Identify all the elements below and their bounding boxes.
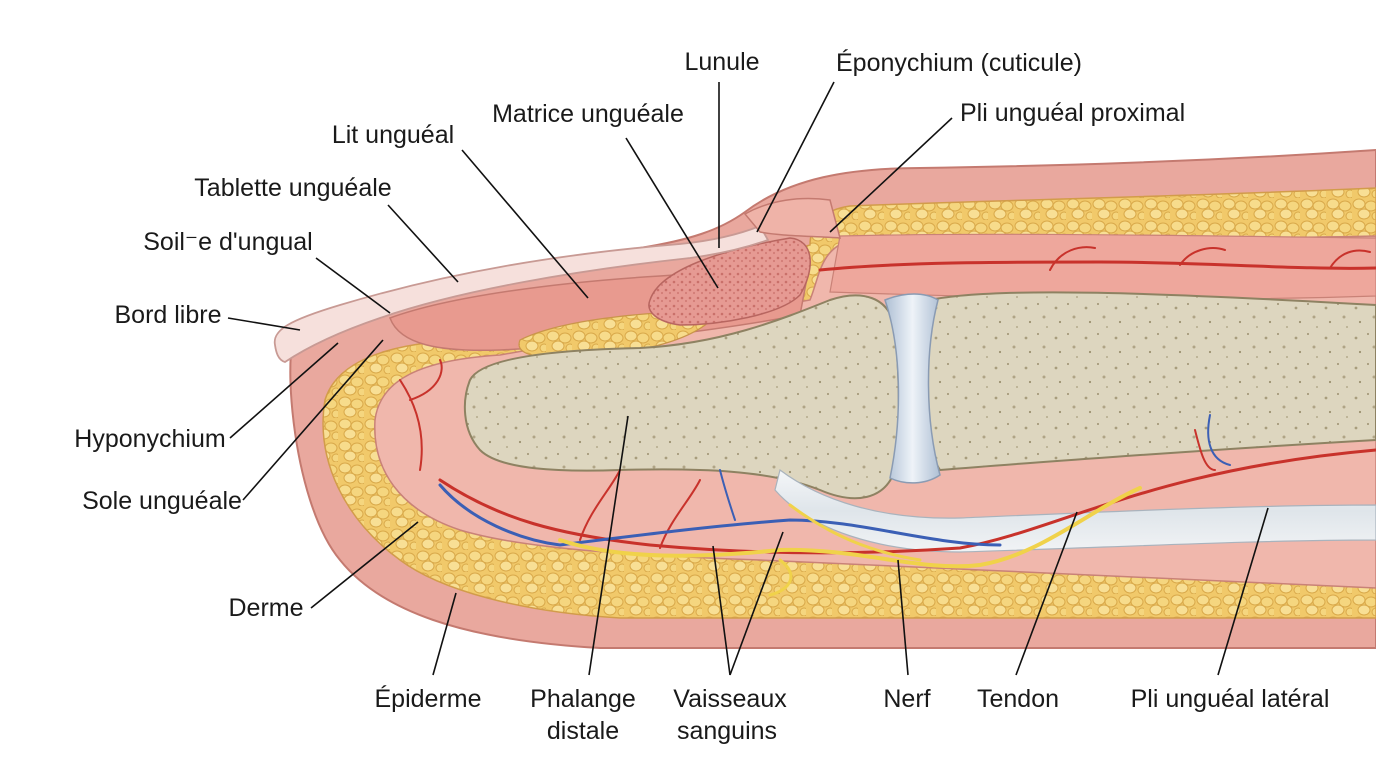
label-tendon: Tendon: [977, 685, 1059, 713]
joint-cartilage: [884, 293, 941, 484]
leader-lines: [227, 81, 1269, 676]
label-bord-libre: Bord libre: [115, 301, 222, 329]
nail-plate: [273, 224, 770, 363]
label-pli-proximal: Pli unguéal proximal: [960, 99, 1185, 127]
middle-phalanx: [920, 291, 1376, 472]
label-lunule: Lunule: [684, 48, 759, 76]
label-sole: Sole unguéale: [82, 487, 242, 515]
label-vaisseaux-1: Vaisseaux: [673, 685, 787, 713]
label-tablette: Tablette unguéale: [194, 174, 391, 202]
nerve: [558, 486, 1142, 597]
label-matrice: Matrice unguéale: [492, 100, 684, 128]
label-derme: Derme: [228, 594, 303, 622]
label-nerf: Nerf: [883, 685, 930, 713]
labels: Lunule Éponychium (cuticule) Matrice ung…: [74, 48, 1329, 745]
veins: [438, 414, 1231, 547]
label-lit: Lit unguéal: [332, 121, 454, 149]
label-epiderme: Épiderme: [375, 684, 482, 713]
label-vaisseaux-2: sanguins: [677, 717, 777, 745]
label-sillon: Soil⁻e d'ungual: [143, 228, 312, 256]
label-pli-lateral: Pli unguéal latéral: [1131, 685, 1330, 713]
label-phalange-1: Phalange: [530, 685, 636, 713]
arteries: [399, 246, 1376, 555]
label-hyponychium: Hyponychium: [74, 425, 225, 453]
label-eponychium: Éponychium (cuticule): [836, 48, 1082, 77]
label-phalange-2: distale: [547, 717, 619, 745]
nail-matrix: [648, 237, 811, 326]
